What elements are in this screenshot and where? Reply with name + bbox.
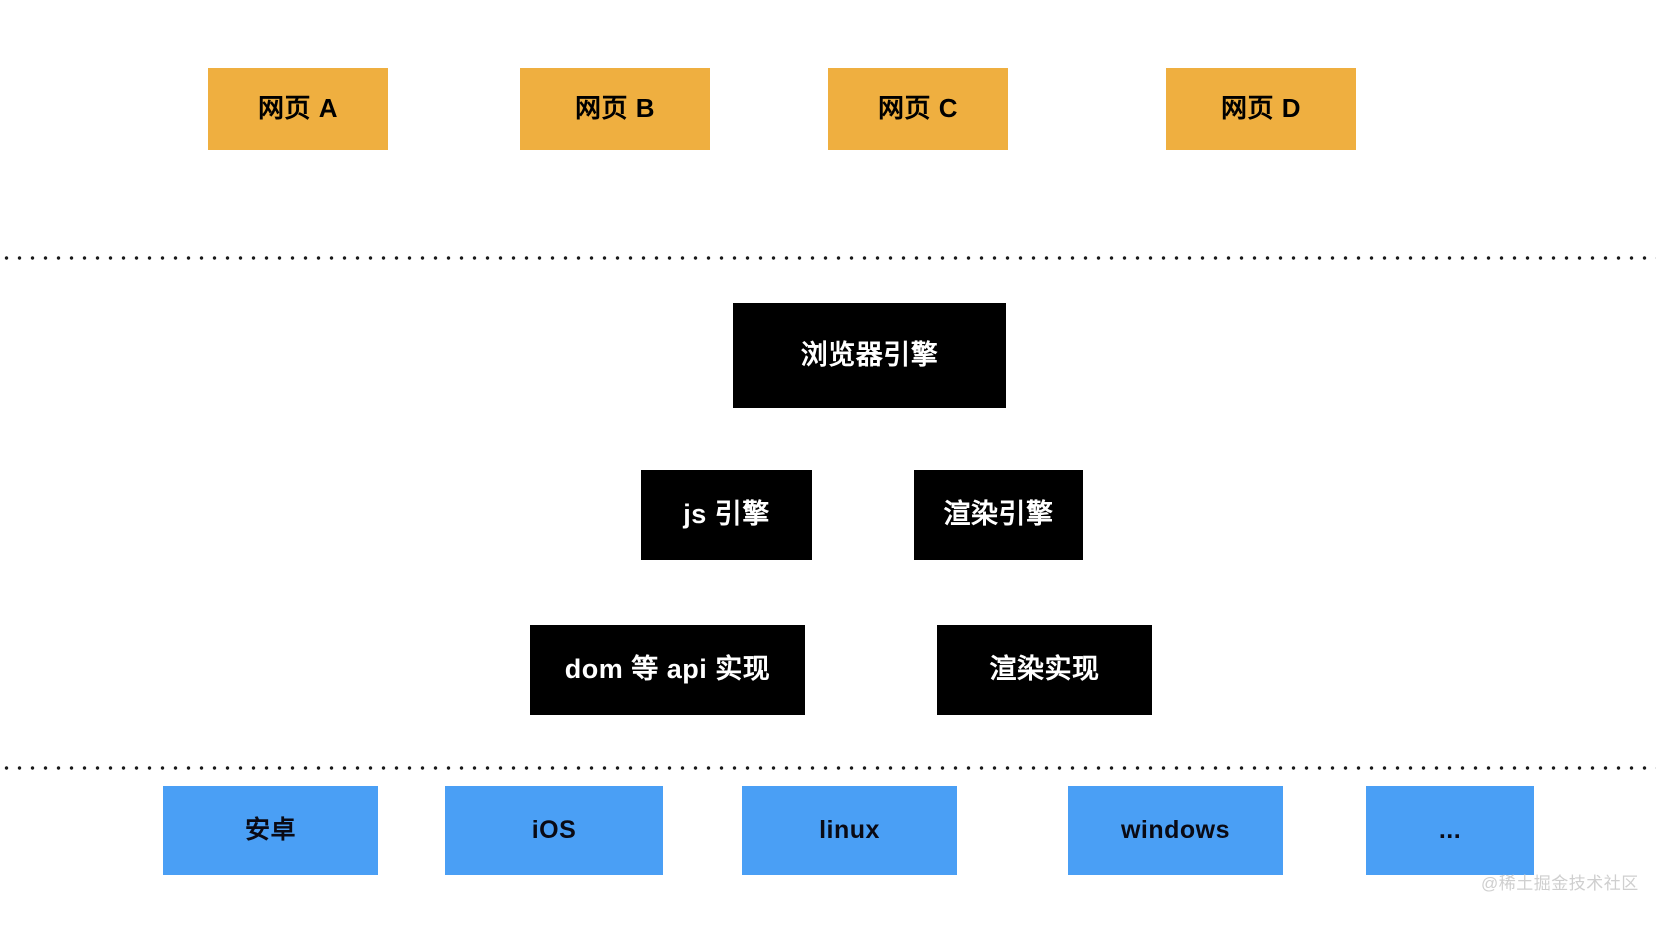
os-box-more: ... [1366,786,1534,875]
render-impl-label: 渲染实现 [989,654,1100,685]
os-box-ios-label: iOS [531,816,577,845]
os-box-windows-label: windows [1120,816,1231,845]
os-box-ios: iOS [445,786,663,875]
os-box-android-label: 安卓 [244,816,296,845]
page-box-b-label: 网页 B [574,93,655,124]
render-impl-box: 渲染实现 [937,625,1152,715]
dom-api-impl-label: dom 等 api 实现 [564,654,771,685]
page-box-c-label: 网页 C [877,93,958,124]
render-engine-label: 渲染引擎 [943,499,1054,530]
os-box-android: 安卓 [163,786,378,875]
divider-pages-engine [0,256,1656,260]
browser-engine-label: 浏览器引擎 [800,339,939,370]
js-engine-label: js 引擎 [683,499,770,530]
page-box-c: 网页 C [828,68,1008,150]
render-engine-box: 渲染引擎 [914,470,1083,560]
page-box-d: 网页 D [1166,68,1356,150]
page-box-d-label: 网页 D [1220,93,1301,124]
os-box-windows: windows [1068,786,1283,875]
browser-engine-box: 浏览器引擎 [733,303,1006,408]
divider-engine-os [0,766,1656,770]
dom-api-impl-box: dom 等 api 实现 [530,625,805,715]
js-engine-box: js 引擎 [641,470,812,560]
page-box-b: 网页 B [520,68,710,150]
page-box-a-label: 网页 A [257,93,338,124]
watermark: @稀土掘金技术社区 [1481,874,1639,893]
os-box-linux-label: linux [819,816,880,845]
os-box-more-label: ... [1438,816,1462,845]
os-box-linux: linux [742,786,957,875]
page-box-a: 网页 A [208,68,388,150]
